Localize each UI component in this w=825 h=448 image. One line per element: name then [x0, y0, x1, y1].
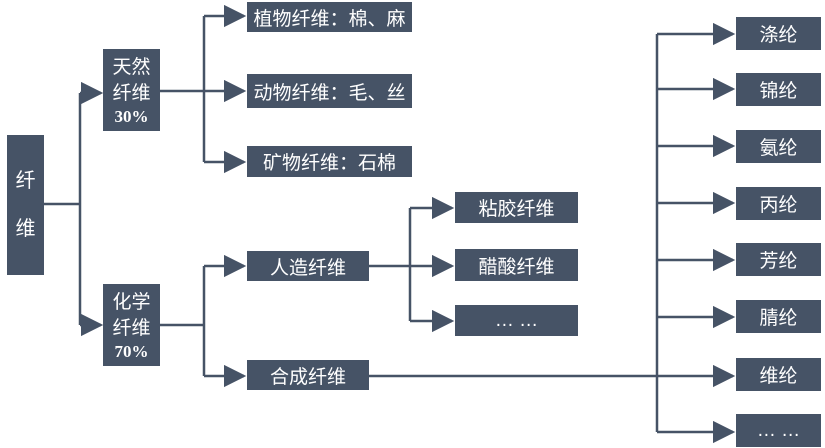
nylon-node: 锦纶 [736, 73, 821, 106]
natural-fiber-line2: 纤维 [112, 83, 151, 104]
spandex-node: 氨纶 [736, 130, 821, 163]
polyester-node: 涤纶 [736, 17, 821, 50]
aramid-node: 芳纶 [736, 243, 821, 276]
root-fiber-node: 纤 维 [7, 135, 44, 275]
root-char-2: 维 [15, 218, 36, 240]
natural-fiber-line1: 天然 [112, 57, 151, 78]
acrylic-node: 腈纶 [736, 300, 821, 333]
acetate-fiber-node: 醋酸纤维 [455, 249, 578, 281]
animal-fiber-node: 动物纤维：毛、丝 [247, 74, 412, 108]
polypropylene-node: 丙纶 [736, 187, 821, 220]
plant-fiber-node: 植物纤维：棉、麻 [247, 2, 412, 32]
viscose-fiber-node: 粘胶纤维 [455, 192, 578, 223]
mineral-fiber-node: 矿物纤维：石棉 [247, 146, 412, 177]
artificial-fiber-node: 人造纤维 [247, 251, 369, 281]
synthetic-fiber-node: 合成纤维 [247, 360, 369, 390]
synthetic-more-node: … … [736, 414, 821, 447]
artificial-more-node: … … [455, 305, 578, 336]
natural-fiber-percent: 30% [114, 107, 149, 126]
chemical-fiber-line2: 纤维 [112, 318, 151, 339]
chemical-fiber-line1: 化学 [112, 292, 151, 313]
vinylon-node: 维纶 [736, 358, 821, 391]
chemical-fiber-percent: 70% [114, 342, 149, 361]
natural-fiber-node: 天然 纤维 30% [103, 49, 160, 131]
chemical-fiber-node: 化学 纤维 70% [103, 284, 160, 366]
root-char-1: 纤 [15, 170, 36, 192]
